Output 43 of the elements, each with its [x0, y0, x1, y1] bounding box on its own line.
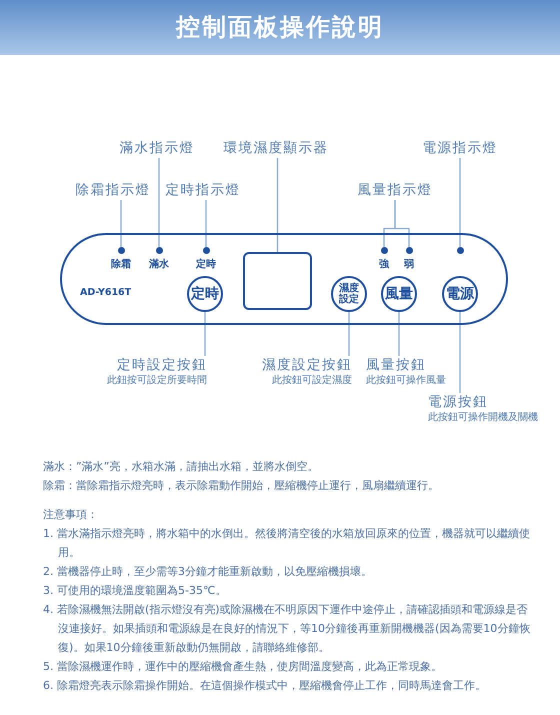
callout-label: 濕度設定按鈕 [261, 357, 352, 374]
note-text: 4. 若除濕機無法開啟(指示燈沒有亮)或除濕機在不明原因下運作中途停止，請確認插頭和電源線是否沒連接好。如果插頭和電源線是在良好的情況下，等10分鐘後再重新開機機器(因為需要10分鐘恢復)。如果10分鐘後重新啟動仍無開啟，請聯絡維修部。 [43, 602, 532, 656]
callout-description: 此按鈕可操作風量 [366, 374, 447, 388]
indicator-light [456, 247, 464, 254]
round-button: 濕度設定 [331, 276, 367, 312]
callout-description: 此按鈕可設定濕度 [271, 374, 352, 388]
round-button: 電源 [442, 276, 478, 312]
display-screen [243, 252, 312, 310]
note-text: 滿水：”滿水”亮，水箱水滿，請抽出水箱，並將水倒空。 [43, 459, 320, 475]
leader-line [204, 312, 206, 356]
model-number: AD-Y616T [80, 287, 132, 298]
note-text: 除霜：當除霜指示燈亮時，表示除霜動作開始，壓縮機停止運行，風扇繼續運行。 [43, 478, 440, 494]
indicator-light: 除霜 [106, 247, 136, 271]
callout-label: 環境濕度顯示器 [206, 140, 346, 156]
callout-label: 電源按鈕 [428, 394, 489, 411]
leader-line [120, 200, 122, 247]
note-text: 1. 當水滿指示燈亮時，將水箱中的水倒出。然後將清空後的水箱放回原來的位置，機器就可以繼續使用。 [43, 526, 531, 561]
note-text: 5. 當除濕機運作時，運作中的壓縮機會產生熱，使房間溫度變高，此為正常現象。 [43, 659, 443, 675]
leader-line [276, 158, 278, 252]
note-text: 6. 除霜燈亮表示除霜操作開始。在這個操作模式中，壓縮機會停止工作，同時馬達會工作。 [43, 678, 487, 694]
round-button: 定時 [187, 276, 223, 312]
callout-description: 此鈕按可設定所要時間 [106, 374, 207, 388]
title-banner: 控制面板操作說明 [0, 0, 560, 55]
leader-line [459, 312, 461, 393]
leader-line [158, 158, 160, 247]
leader-line [348, 312, 350, 356]
callout-label: 定時設定按鈕 [116, 357, 207, 374]
callout-label: 滿水指示燈 [107, 140, 207, 156]
callout-label: 電源指示燈 [410, 140, 510, 156]
callout-label: 風量按鈕 [366, 357, 427, 374]
leader-line [205, 200, 207, 247]
leader-line [398, 312, 400, 356]
control-panel [60, 233, 508, 325]
note-text: 3. 可使用的環境溫度範圍為5-35℃。 [43, 583, 228, 599]
leader-line [394, 200, 410, 247]
leader-line [459, 158, 461, 247]
callout-description: 此按鈕可操作開機及關機 [428, 411, 539, 425]
indicator-light: 定時 [191, 247, 221, 271]
callout-label: 風量指示燈 [345, 182, 445, 198]
round-button: 風量 [381, 276, 417, 312]
indicator-light: 滿水 [144, 247, 174, 271]
note-text: 2. 當機器停止時，至少需等3分鐘才能重新啟動，以免壓縮機損壞。 [43, 564, 373, 580]
note-text: 注意事項： [43, 507, 99, 523]
